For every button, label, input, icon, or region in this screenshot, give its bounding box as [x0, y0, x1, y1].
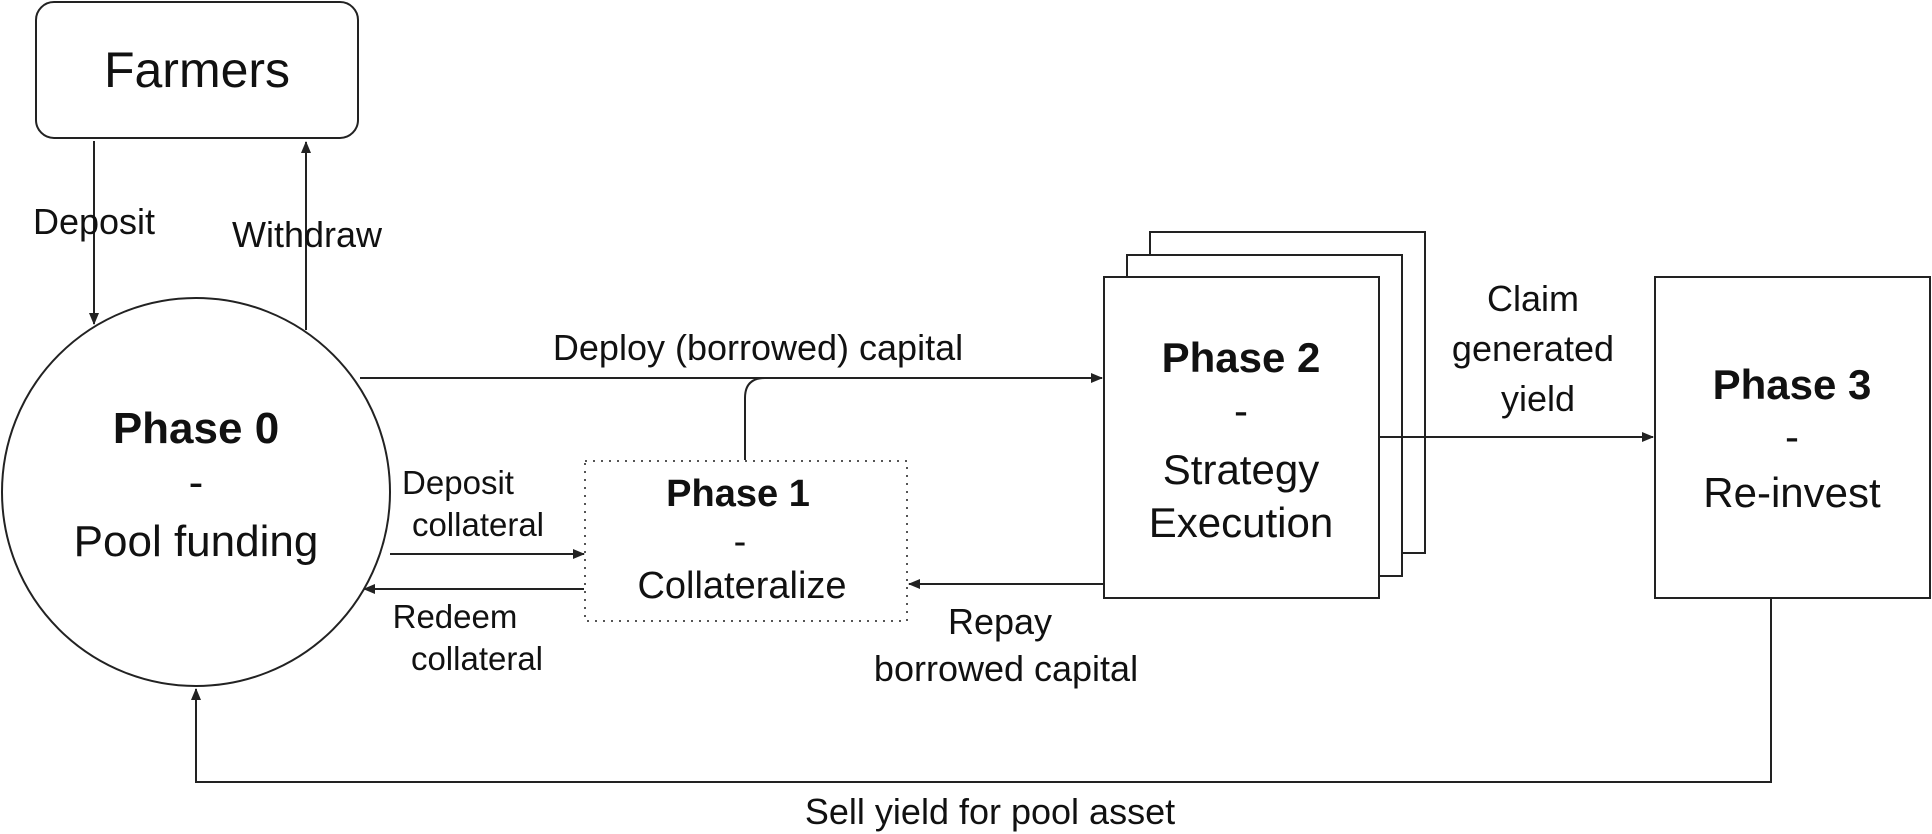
- deposit-collateral-label-line1: Deposit: [402, 464, 514, 501]
- phase2-subtitle-line1: Strategy: [1163, 446, 1319, 493]
- farmers-box: [35, 1, 359, 139]
- repay-label-line1: Repay: [948, 601, 1052, 642]
- phase1-to-deploy-connector: [744, 377, 766, 460]
- phase0-subtitle: Pool funding: [74, 517, 319, 566]
- phase1-subtitle: Collateralize: [637, 565, 846, 607]
- phase3-subtitle: Re-invest: [1703, 469, 1881, 516]
- phase2-dash: -: [1234, 387, 1248, 434]
- sell-yield-arrow: [191, 598, 1772, 783]
- claim-yield-label-line1: Claim: [1487, 278, 1579, 319]
- deposit-collateral-label-line2: collateral: [412, 506, 544, 543]
- claim-yield-label-line2: generated: [1452, 328, 1614, 369]
- farmers-label: Farmers: [104, 42, 290, 98]
- claim-yield-label-line3: yield: [1501, 378, 1575, 419]
- phase0-node: Phase 0 - Pool funding: [1, 297, 391, 687]
- withdraw-label: Withdraw: [232, 214, 383, 255]
- phase0-dash: -: [189, 458, 204, 507]
- deposit-label: Deposit: [33, 201, 155, 242]
- phase3-box: [1654, 276, 1931, 599]
- phase0-title: Phase 0: [113, 404, 279, 453]
- phase1-title: Phase 1: [666, 473, 810, 515]
- phase0-circle: [1, 297, 391, 687]
- phase1-dash: -: [734, 521, 747, 563]
- phase2-node: Phase 2 - Strategy Execution: [1103, 231, 1426, 599]
- phase3-title: Phase 3: [1713, 361, 1872, 408]
- farmers-node: Farmers: [35, 1, 359, 139]
- phase1-node: Phase 1 - Collateralize: [584, 460, 908, 622]
- redeem-collateral-label-line1: Redeem: [393, 598, 518, 635]
- redeem-collateral-label-line2: collateral: [411, 640, 543, 677]
- phase2-title: Phase 2: [1162, 334, 1321, 381]
- phase3-dash: -: [1785, 413, 1799, 460]
- phase3-node: Phase 3 - Re-invest: [1654, 276, 1931, 599]
- phase2-box: [1103, 276, 1380, 599]
- repay-label-line2: borrowed capital: [874, 648, 1138, 689]
- sell-yield-label: Sell yield for pool asset: [805, 791, 1175, 832]
- phase1-box: [584, 460, 908, 622]
- phase2-subtitle-line2: Execution: [1149, 499, 1333, 546]
- deploy-capital-label: Deploy (borrowed) capital: [553, 327, 963, 368]
